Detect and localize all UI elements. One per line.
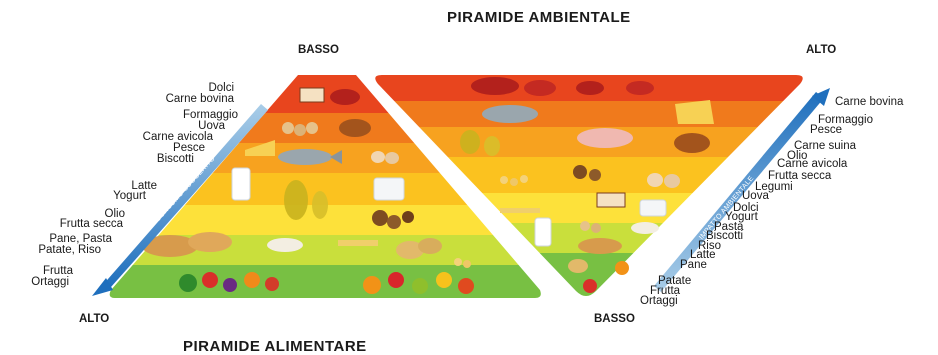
yogurt-icon (373, 177, 405, 201)
env-label-frutta: Frutta (650, 285, 681, 297)
steak-icon (330, 89, 360, 105)
food-label-uova: Uova (198, 120, 225, 132)
food-pyramid-title: PIRAMIDE ALIMENTARE (183, 338, 367, 355)
env-label-carne-avicola: Carne avicola (777, 158, 848, 170)
yogurt-icon (639, 199, 667, 217)
nuts-icon (573, 165, 587, 179)
env-label-carne-suina: Carne suina (794, 140, 857, 152)
food-label-pane-pasta: Pane, Pasta (49, 233, 112, 245)
food-label-formaggio: Formaggio (183, 109, 238, 121)
nuts-icon (372, 210, 388, 226)
bread-icon (578, 238, 622, 254)
food-pyramid-bottom-label: ALTO (79, 313, 110, 325)
milk-bottle-icon (231, 167, 251, 201)
environmental-pyramid-title: PIRAMIDE AMBIENTALE (447, 9, 631, 26)
food-label-biscotti: Biscotti (156, 153, 194, 165)
cheese-icon (675, 100, 714, 124)
env-label-carne-bovina: Carne bovina (835, 96, 904, 108)
fruit-icon (615, 261, 629, 275)
pasta-icon (500, 208, 540, 213)
pasta-icon (338, 240, 378, 246)
env-label-frutta-secca: Frutta secca (768, 170, 832, 182)
food-label-carne-avicola: Carne avicola (142, 131, 213, 143)
cake-icon (596, 192, 626, 208)
cheese-icon (245, 140, 275, 156)
env-label-riso: Riso (698, 240, 722, 252)
roast-chicken-icon (339, 119, 371, 137)
vegetables-icon (179, 274, 197, 292)
env-label-pesce: Pesce (810, 124, 842, 136)
food-label-pesce: Pesce (173, 142, 205, 154)
fruit-icon (363, 276, 381, 294)
food-pyramid-top-label: BASSO (298, 44, 339, 56)
env-pyramid-top-label: ALTO (806, 44, 837, 56)
pork-icon (577, 128, 633, 148)
vegetables-icon (583, 279, 597, 293)
env-pyramid-bottom-label: BASSO (594, 313, 635, 325)
cake-icon (299, 87, 325, 103)
env-pyramid-illustrations (460, 77, 714, 293)
env-band-2 (375, 101, 803, 127)
potato-icon (568, 259, 588, 273)
env-label-yogurt: Yogurt (725, 211, 758, 223)
fish-icon (278, 149, 332, 165)
env-label-pasta: Pasta (714, 221, 744, 233)
food-label-dolci: Dolci (208, 82, 234, 94)
env-label-legumi: Legumi (755, 181, 793, 193)
egg-icon (647, 173, 663, 187)
food-label-latte: Latte (131, 180, 157, 192)
food-band-7 (109, 265, 541, 298)
env-label-patate: Patate (658, 275, 692, 287)
env-label-formaggio: Formaggio (818, 114, 873, 126)
food-label-patate-riso: Patate, Riso (38, 244, 101, 256)
potato-icon (396, 241, 424, 259)
food-label-carne-bovina: Carne bovina (165, 93, 234, 105)
chickpeas-icon (454, 258, 462, 266)
olive-oil-icon (460, 130, 480, 154)
rice-icon (631, 222, 659, 234)
rice-icon (267, 238, 303, 252)
roast-chicken-icon (674, 133, 710, 153)
cookie-icon (580, 221, 590, 231)
food-label-frutta-secca: Frutta secca (59, 218, 123, 230)
env-label-latte: Latte (690, 249, 716, 261)
legumes-icon (500, 176, 508, 184)
env-label-olio: Olio (787, 150, 808, 162)
env-label-ortaggi: Ortaggi (640, 295, 678, 307)
steak-icon (471, 77, 519, 95)
food-pyramid-illustrations (142, 87, 474, 294)
food-label-olio: Olio (104, 208, 125, 220)
egg-icon (371, 151, 385, 163)
fish-icon (482, 105, 538, 123)
food-label-frutta: Frutta (42, 265, 73, 277)
cookie-icon (282, 122, 294, 134)
milk-bottle-icon (534, 217, 552, 247)
food-label-yogurt: Yogurt (113, 190, 146, 202)
env-label-uova: Uova (742, 190, 769, 202)
olive-oil-icon (284, 180, 308, 220)
env-label-dolci: Dolci (733, 202, 759, 214)
env-label-biscotti: Biscotti (706, 230, 744, 242)
food-label-ortaggi: Ortaggi (31, 276, 69, 288)
env-label-pane: Pane (680, 259, 707, 271)
bread-icon (142, 235, 198, 257)
